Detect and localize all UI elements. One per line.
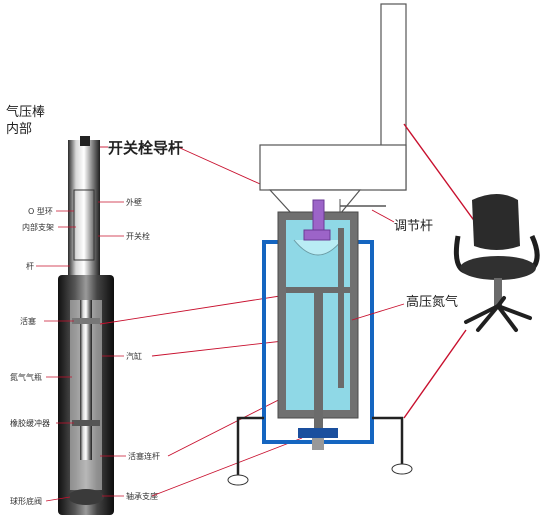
title-line-2: 内部 (6, 121, 32, 137)
switch-plug (312, 199, 325, 231)
rod-tip (80, 136, 90, 146)
title-line-1: 气压棒 (6, 104, 45, 120)
connector-base-photo (403, 329, 467, 419)
ball-base (68, 489, 104, 505)
label-cylinder: 汽缸 (126, 351, 142, 361)
office-chair-photo (453, 194, 540, 332)
left-leg (236, 416, 264, 478)
connector-bearing-seat (151, 437, 303, 497)
connector-backrest-photo (403, 123, 479, 227)
chair-seat (460, 256, 536, 280)
connector-piston (99, 295, 281, 325)
label-bearing-seat: 轴承支座 (126, 491, 158, 501)
buffer-disk (72, 420, 100, 426)
seat (259, 144, 407, 191)
upper-rod (68, 140, 100, 280)
label-ball-base: 球形底阀 (10, 496, 42, 506)
valve-dome (293, 239, 343, 256)
label-high-pressure-nitrogen: 高压氮气 (406, 294, 458, 310)
label-rubber-buffer: 橡胶缓冲器 (10, 418, 50, 428)
piston-disk (72, 318, 100, 324)
label-rod: 杆 (26, 261, 34, 271)
cutaway-right-annotations: 外壁 开关栓 汽缸 活塞连杆 轴承支座 (98, 197, 160, 501)
chair-schematic (259, 3, 407, 215)
schematic-piston (286, 287, 350, 293)
label-o-ring: O 型环 (28, 207, 53, 216)
right-caster (391, 463, 413, 475)
label-piston-rod: 活塞连杆 (128, 451, 160, 461)
chair-gas-column (494, 278, 502, 308)
label-adjust-lever: 调节杆 (394, 219, 433, 234)
label-outer-wall: 外壁 (126, 197, 142, 207)
gas-spring-cutaway (58, 136, 114, 515)
label-switch-plug: 开关栓 (126, 231, 150, 241)
connector-cylinder (151, 339, 293, 357)
bearing-seat (298, 428, 338, 438)
switch-plug-head (303, 229, 331, 241)
label-switch-plug-guide-rod: 开关栓导杆 (108, 139, 183, 157)
leader-high-pressure-nitrogen (351, 303, 405, 321)
right-leg (372, 416, 404, 466)
inner-support (73, 189, 95, 261)
chair-base (464, 296, 532, 332)
label-nitrogen-chamber: 氮气气瓶 (10, 372, 42, 382)
leader-adjust-lever (371, 209, 395, 223)
label-inner-support: 内部支架 (22, 222, 54, 232)
gas-spring-schematic (227, 199, 413, 486)
leader-ball-base (45, 496, 71, 502)
label-piston: 活塞 (20, 316, 36, 326)
chair-backrest (472, 194, 520, 250)
left-caster (227, 474, 249, 486)
bearing-bolt (312, 438, 324, 450)
left-annotations: O 型环 内部支架 杆 活塞 氮气气瓶 橡胶缓冲器 球形底阀 (10, 207, 76, 506)
bypass-tube (338, 228, 344, 388)
schematic-piston-rod (314, 293, 323, 431)
